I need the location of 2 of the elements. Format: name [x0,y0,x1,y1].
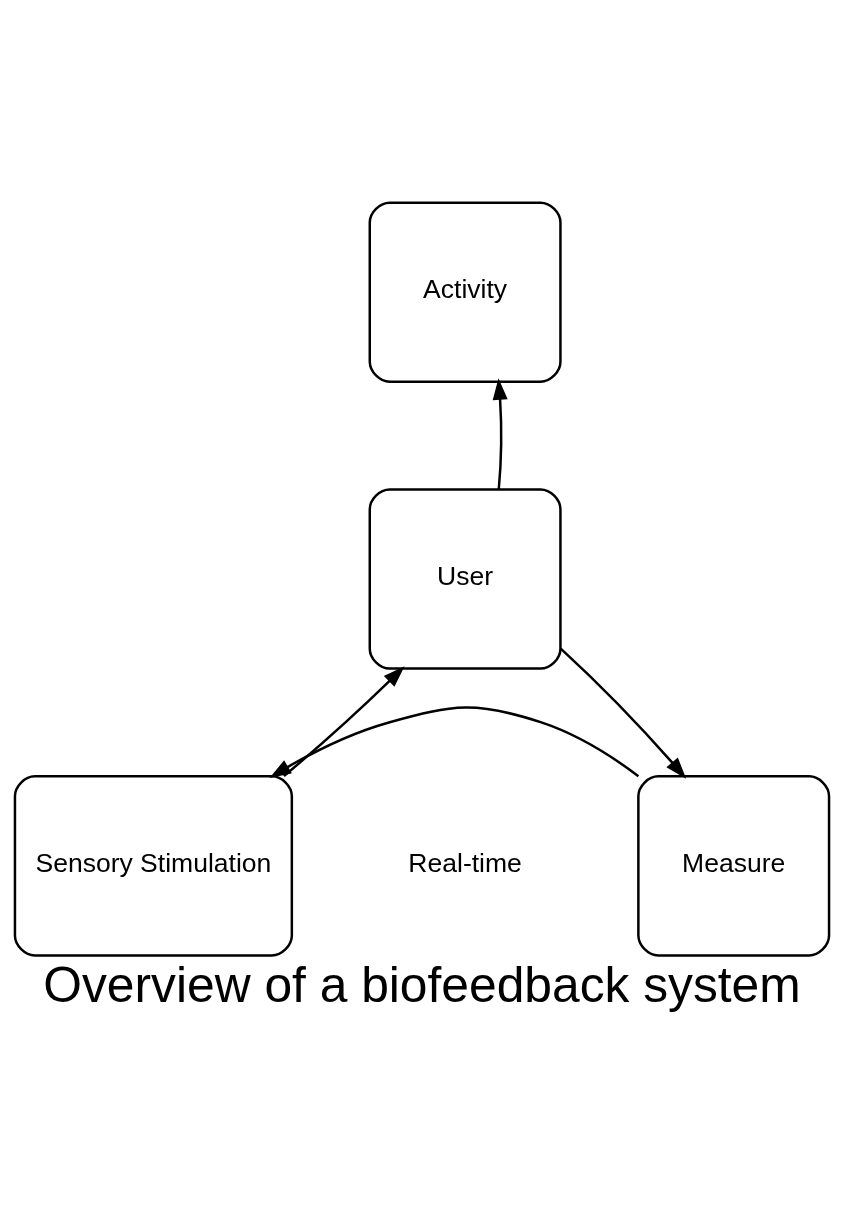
label: Real-time [408,847,522,878]
caption: Overview of a biofeedback system [43,956,801,1013]
